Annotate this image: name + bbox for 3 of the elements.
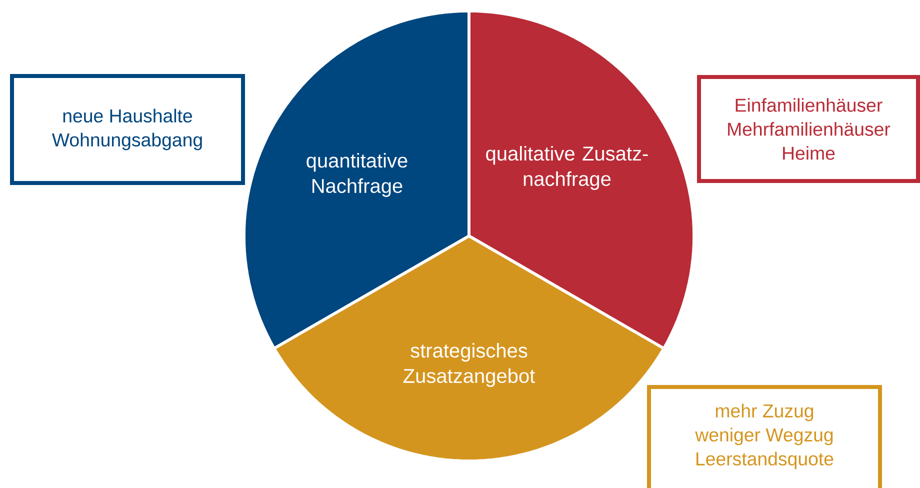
text-box: neue Haushalte Wohnungsabgang (10, 74, 245, 185)
text-box: Einfamilienhäuser Mehrfamilienhäuser Heime (697, 75, 920, 183)
text-box: mehr Zuzug weniger Wegzug Leerstandsquote (647, 385, 882, 488)
